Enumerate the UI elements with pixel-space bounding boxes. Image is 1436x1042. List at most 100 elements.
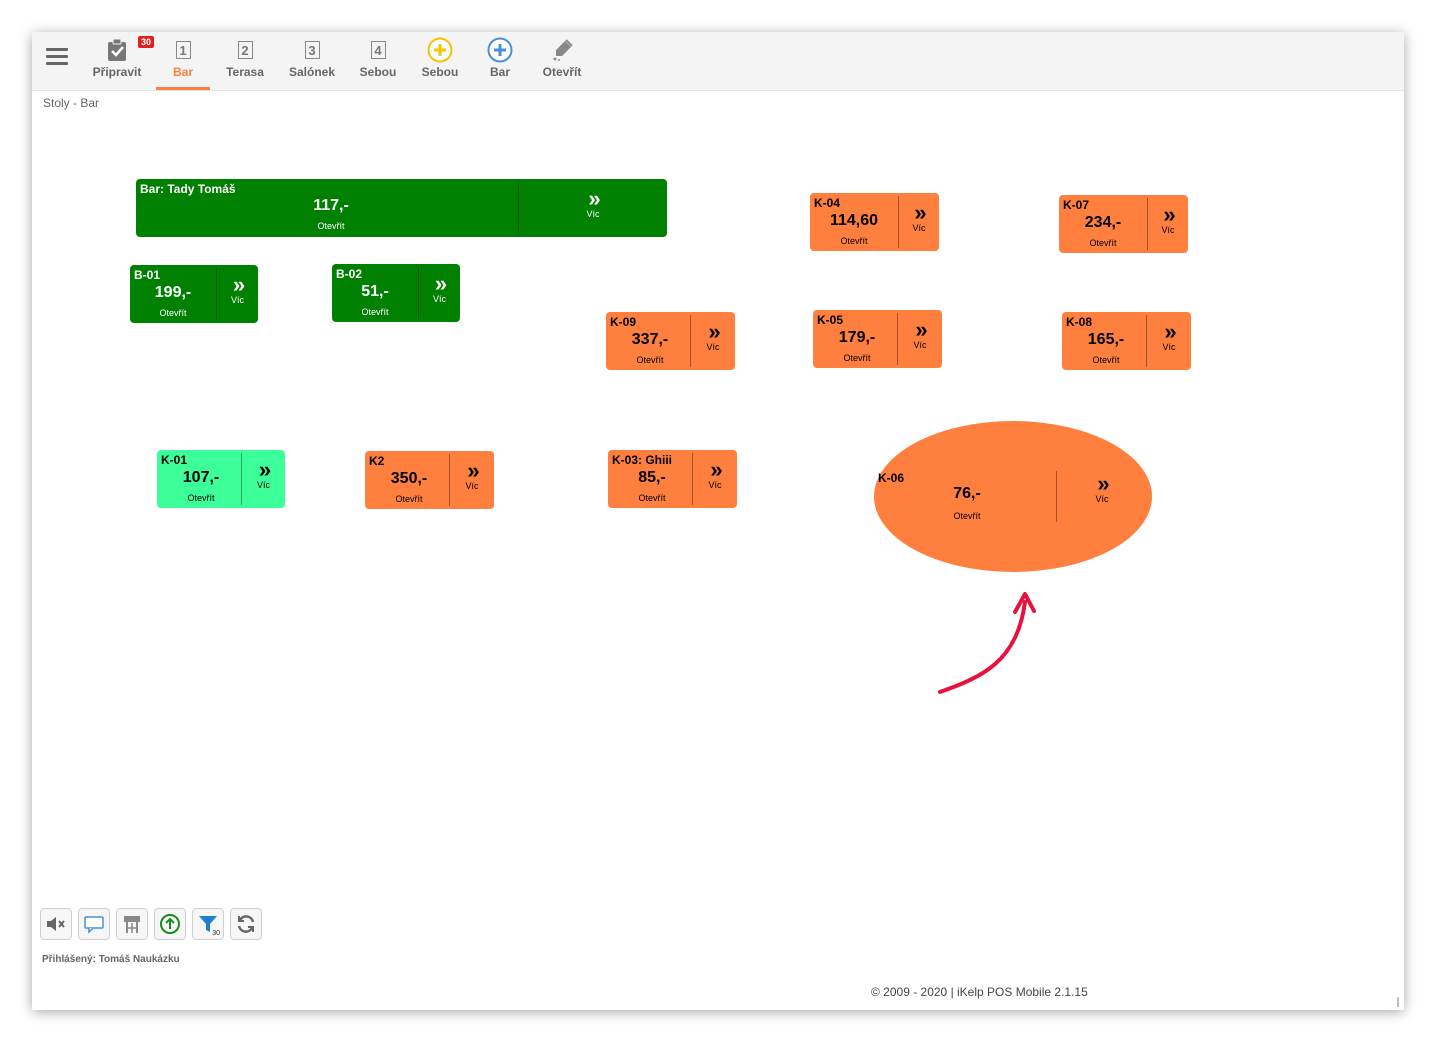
hamburger-menu-icon[interactable] [46,48,68,66]
table-k-01[interactable]: K-01 107,- Otevřít » Víc [157,450,285,508]
text-cursor-icon: I [1396,994,1400,1010]
table-k-07[interactable]: K-07 234,- Otevřít » Víc [1059,195,1188,253]
table-k-04[interactable]: K-04 114,60 Otevřít » Víc [810,193,939,251]
divider [898,196,899,248]
tab-salonek[interactable]: 3 Salónek [288,38,336,86]
table-name: K-06 [878,471,905,485]
table-more-button[interactable]: » Víc [899,193,939,251]
table-more-button[interactable]: » Víc [242,450,285,508]
more-label: Víc [912,223,926,233]
table-name: K-01 [161,453,188,467]
table-k-03[interactable]: K-03: Ghiii 85,- Otevřít » Víc [608,450,737,508]
prepare-badge: 30 [137,36,154,48]
divider [1056,471,1057,522]
table-k-06[interactable]: K-06 76,- Otevřít » Víc [874,421,1152,572]
message-button[interactable] [78,908,110,940]
mute-button[interactable] [40,908,72,940]
move-table-button[interactable] [116,908,148,940]
message-icon [84,916,104,934]
divider [418,267,419,319]
table-open-link[interactable]: Otevřít [395,494,423,504]
upload-button[interactable] [154,908,186,940]
double-chevron-icon: » [1164,319,1176,344]
table-bar-tady-tomas[interactable]: Bar: Tady Tomáš 117,- Otevřít » Víc [136,179,667,237]
double-chevron-icon: » [1163,202,1175,227]
table-amount: 76,- [953,485,981,502]
table-open-link[interactable]: Otevřít [1089,238,1117,248]
table-amount: 114,60 [829,212,879,229]
table-open-link[interactable]: Otevřít [159,308,187,318]
table-open-link[interactable]: Otevřít [840,236,868,246]
table-open-link[interactable]: Otevřít [843,353,871,363]
table-name: B-02 [336,267,363,281]
more-label: Víc [913,340,927,350]
filter-icon [199,916,217,932]
table-name: K2 [369,454,385,468]
table-b-01[interactable]: B-01 199,- Otevřít » Víc [130,265,258,323]
table-more-button[interactable]: » Víc [1148,195,1188,253]
table-more-button[interactable]: » Víc [693,450,737,508]
table-open-link[interactable]: Otevřít [187,493,215,503]
table-amount: 234,- [1084,214,1122,231]
refresh-button[interactable] [230,908,262,940]
bottom-toolbar: 30 [40,908,262,940]
table-more-button[interactable]: » Víc [691,312,735,370]
table-b-02[interactable]: B-02 51,- Otevřít » Víc [332,264,460,322]
more-label: Víc [230,295,244,305]
mute-icon [47,917,65,931]
open-label: Otevřít [542,65,582,79]
tab-salonek-label: Salónek [288,65,336,79]
table-more-button[interactable]: » Víc [898,310,942,368]
table-k-09[interactable]: K-09 337,- Otevřít » Víc [606,312,735,370]
upload-icon [160,914,180,934]
table-open-link[interactable]: Otevřít [317,221,345,231]
divider [216,268,217,320]
table-amount: 350,- [390,470,428,487]
open-button[interactable]: Otevřít [540,38,584,86]
table-more-button[interactable]: » Víc [1147,312,1191,370]
table-amount: 117,- [313,197,349,214]
footer-copyright: © 2009 - 2020 | iKelp POS Mobile 2.1.15 [871,985,1088,999]
filter-button[interactable]: 30 [192,908,224,940]
add-bar-button[interactable]: Bar [486,37,514,86]
add-bar-label: Bar [489,65,510,79]
table-more-button[interactable]: » Víc [419,264,460,322]
table-amount: 51,- [361,283,389,300]
more-label: Víc [1095,494,1109,504]
tab-number-1-icon: 1 [175,41,191,59]
double-chevron-icon: » [258,457,271,482]
more-label: Víc [432,294,446,304]
add-sebou-button[interactable]: Sebou [421,37,459,86]
tab-terasa-label: Terasa [226,65,264,79]
logged-in-user: Přihlášený: Tomáš Naukázku [42,954,180,965]
toolbar-prepare[interactable]: 30 Připravit [90,36,154,86]
table-more-button[interactable]: » Víc [450,451,494,509]
tab-sebou[interactable]: 4 Sebou [359,38,397,86]
table-open-link[interactable]: Otevřít [638,493,666,503]
double-chevron-icon: » [708,319,720,344]
plus-yellow-icon [427,37,453,63]
more-label: Víc [1161,225,1175,235]
table-amount: 107,- [182,469,220,486]
table-open-link[interactable]: Otevřít [1092,355,1120,365]
tab-terasa[interactable]: 2 Terasa [224,38,266,86]
move-table-icon [124,916,140,933]
more-label: Víc [1162,342,1176,352]
table-open-link[interactable]: Otevřít [953,511,981,521]
table-more-button[interactable]: » Víc [217,265,258,323]
table-more-button[interactable]: » Víc [1057,473,1147,505]
divider [449,454,450,506]
plus-blue-icon [487,37,513,63]
table-k-08[interactable]: K-08 165,- Otevřít » Víc [1062,312,1191,370]
annotation-arrow-icon [938,592,1036,694]
double-chevron-icon: » [232,272,245,297]
table-more-button[interactable]: » Víc [519,179,667,237]
table-open-link[interactable]: Otevřít [361,307,389,317]
table-k-05[interactable]: K-05 179,- Otevřít » Víc [813,310,942,368]
table-open-link[interactable]: Otevřít [636,355,664,365]
more-label: Víc [708,480,722,490]
tab-bar[interactable]: 1 Bar [156,38,210,90]
breadcrumb: Stoly - Bar [43,96,100,110]
table-k2[interactable]: K2 350,- Otevřít » Víc [365,451,494,509]
double-chevron-icon: » [915,317,927,342]
